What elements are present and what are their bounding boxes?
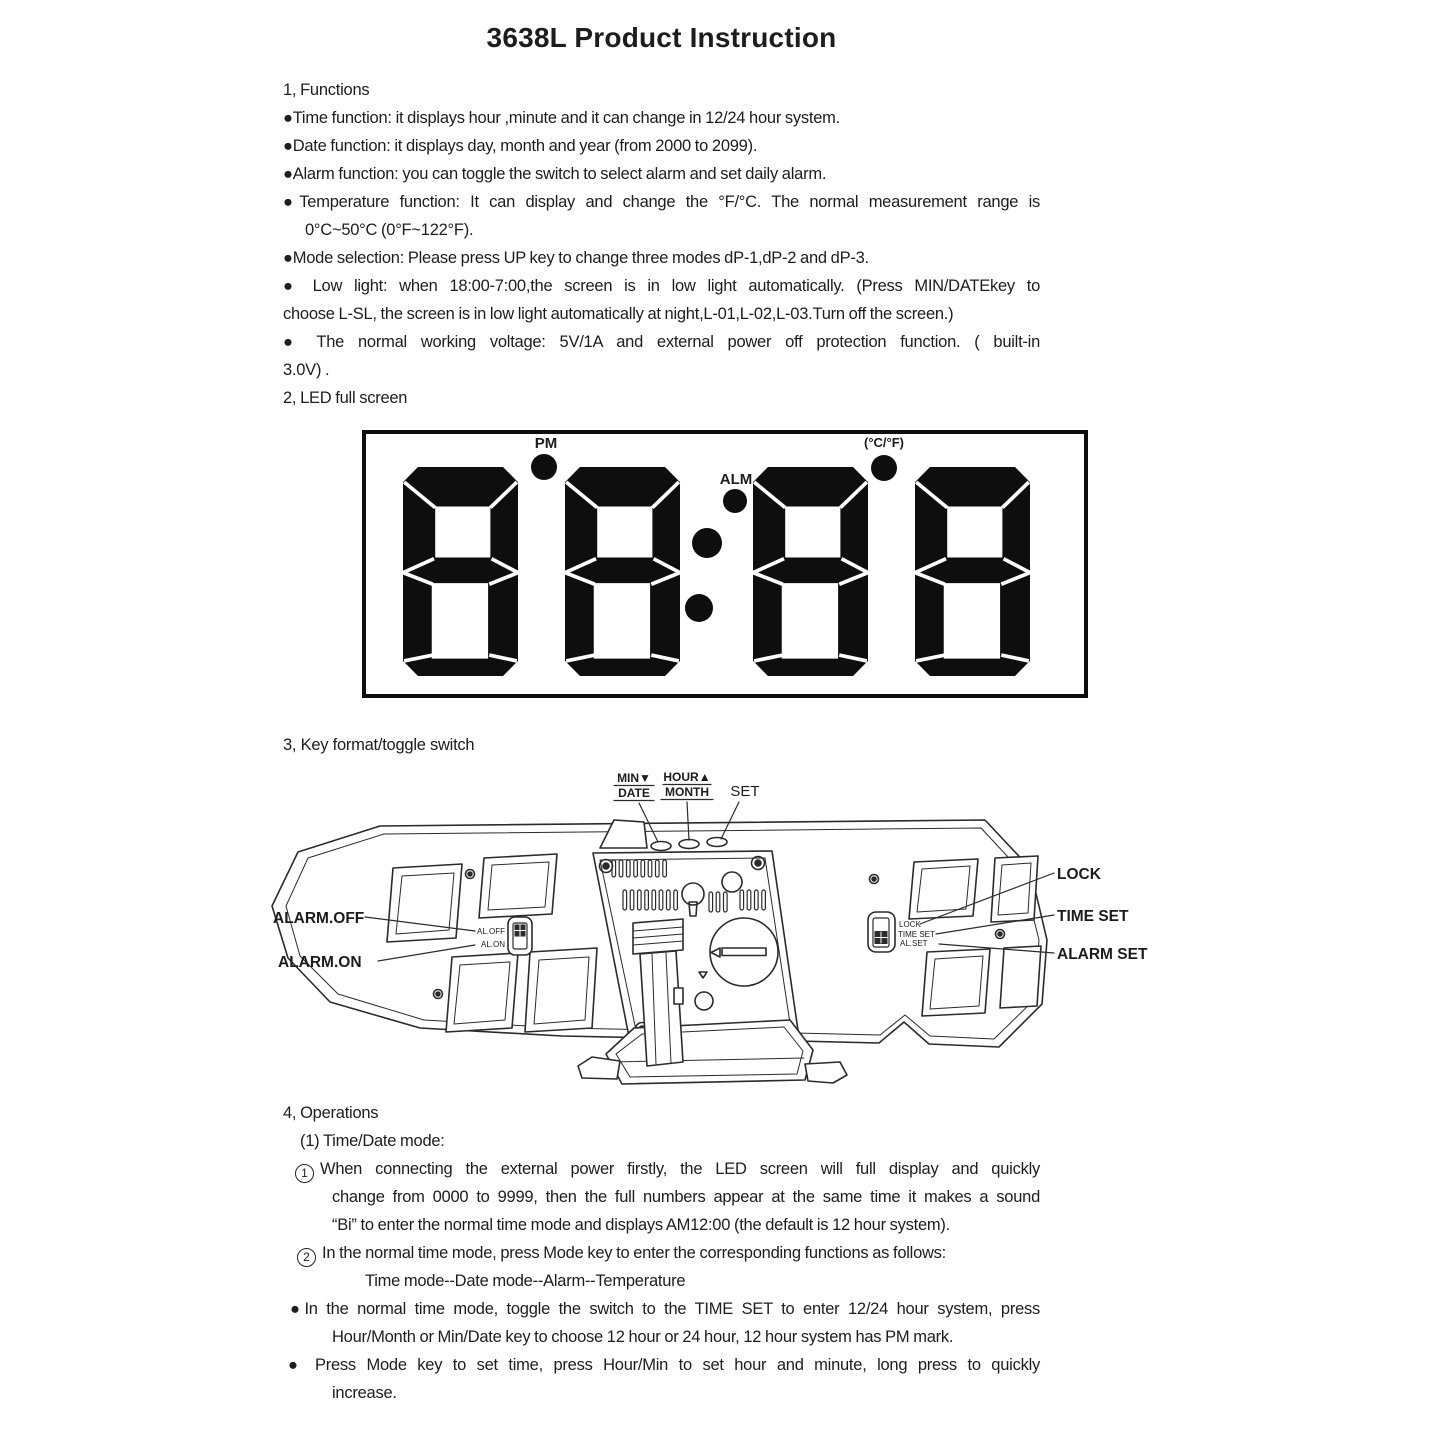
body-line: 2 In the normal time mode, press Mode key…	[283, 1239, 1040, 1267]
body-line: 3.0V) .	[283, 361, 330, 379]
alarm-set-label: ALARM SET	[1057, 946, 1148, 963]
body-line: ●Mode selection: Please press UP key to …	[283, 249, 869, 267]
body-text: When connecting the external power first…	[320, 1160, 1040, 1178]
body-line: ●Date function: it displays day, month a…	[283, 137, 758, 155]
section-operations: 4, Operations (1) Time/Date mode: 1 When …	[283, 1099, 1040, 1407]
toggle-switch-diagram: MIN▼ DATE HOUR▲ MONTH SET ALARM.OFF ALAR…	[271, 770, 1148, 1085]
digit-8	[913, 465, 1032, 678]
lock-small-label: LOCK	[899, 920, 921, 929]
colon-upper-dot	[692, 528, 722, 558]
temp-indicator-dot	[871, 455, 897, 481]
mode-slide-switch	[867, 911, 896, 953]
alm-label: ALM	[720, 471, 753, 488]
top-tab	[599, 819, 648, 849]
body-line: change from 0000 to 9999, then the full …	[332, 1188, 1040, 1206]
left-digit-cutouts	[386, 853, 598, 1033]
section-heading: 2, LED full screen	[283, 389, 408, 407]
alarm-toggle-switch	[507, 916, 533, 956]
screw-holes	[432, 868, 1006, 1000]
al-off-small-label: AL.OFF	[477, 927, 505, 936]
lock-label: LOCK	[1057, 866, 1102, 883]
time-set-label: TIME SET	[1057, 908, 1129, 925]
label-underlines	[613, 783, 714, 802]
al-on-small-label: AL.ON	[481, 940, 505, 949]
callout-lines	[364, 801, 1055, 962]
body-line: ●Alarm function: you can toggle the swit…	[283, 165, 827, 183]
time-set-small-label: TIME SET	[898, 930, 935, 939]
alarm-off-label: ALARM.OFF	[273, 910, 364, 927]
led-display-figure: PM ALM (°C/°F)	[362, 430, 1088, 698]
body-line: ●In the normal time mode, toggle the swi…	[290, 1300, 1040, 1318]
pm-indicator-dot	[531, 454, 557, 480]
hour-month-key-label: MONTH	[665, 785, 709, 799]
min-date-key-label: DATE	[618, 786, 650, 800]
plate-hole	[721, 871, 743, 893]
page-title: 3638L Product Instruction	[486, 22, 837, 53]
keyhole	[681, 882, 705, 917]
body-line: 1 When connecting the external power firs…	[283, 1155, 1040, 1183]
body-line: ● Press Mode key to set time, press Hour…	[288, 1356, 1040, 1374]
body-line: “Bi” to enter the normal time mode and d…	[332, 1216, 950, 1234]
section-functions: 1, Functions ●Time function: it displays…	[283, 76, 1040, 412]
body-line: ●Temperature function: It can display an…	[283, 193, 1040, 211]
body-line: choose L-SL, the screen is in low light …	[283, 305, 954, 323]
celsius-fahrenheit-label: (°C/°F)	[864, 435, 904, 450]
pm-label: PM	[535, 435, 558, 452]
body-line: Hour/Month or Min/Date key to choose 12 …	[332, 1328, 954, 1346]
body-text: In the normal time mode, press Mode key …	[322, 1244, 946, 1262]
min-date-key-label: MIN▼	[617, 771, 651, 785]
digit-8	[401, 465, 520, 678]
hour-month-key-label: HOUR▲	[663, 770, 710, 784]
section-heading: 1, Functions	[283, 81, 370, 99]
body-line: 0°C~50°C (0°F~122°F).	[305, 221, 474, 239]
body-line: ●Time function: it displays hour ,minute…	[283, 109, 840, 127]
section-heading: 3, Key format/toggle switch	[283, 736, 475, 754]
right-digit-cutouts	[908, 855, 1042, 1017]
battery-cover	[698, 917, 779, 987]
plate-hole	[694, 991, 714, 1011]
circled-number-icon: 2	[297, 1247, 316, 1267]
colon-lower-dot	[685, 594, 713, 622]
alarm-on-label: ALARM.ON	[278, 954, 362, 971]
body-line: increase.	[332, 1384, 397, 1402]
alarm-indicator-dot	[723, 489, 747, 513]
set-key-label: SET	[730, 783, 759, 800]
digit-8	[563, 465, 682, 678]
al-set-small-label: AL.SET	[900, 939, 928, 948]
top-buttons	[650, 836, 728, 852]
body-line: Time mode--Date mode--Alarm--Temperature	[365, 1272, 686, 1290]
hinge-bracket	[632, 918, 684, 1067]
section-heading: 4, Operations	[283, 1104, 379, 1122]
body-line: ● The normal working voltage: 5V/1A and …	[283, 333, 1040, 351]
circled-number-icon: 1	[295, 1163, 314, 1183]
body-line: ● Low light: when 18:00-7:00,the screen …	[283, 277, 1040, 295]
body-line: (1) Time/Date mode:	[300, 1132, 445, 1150]
digit-8	[751, 465, 870, 678]
